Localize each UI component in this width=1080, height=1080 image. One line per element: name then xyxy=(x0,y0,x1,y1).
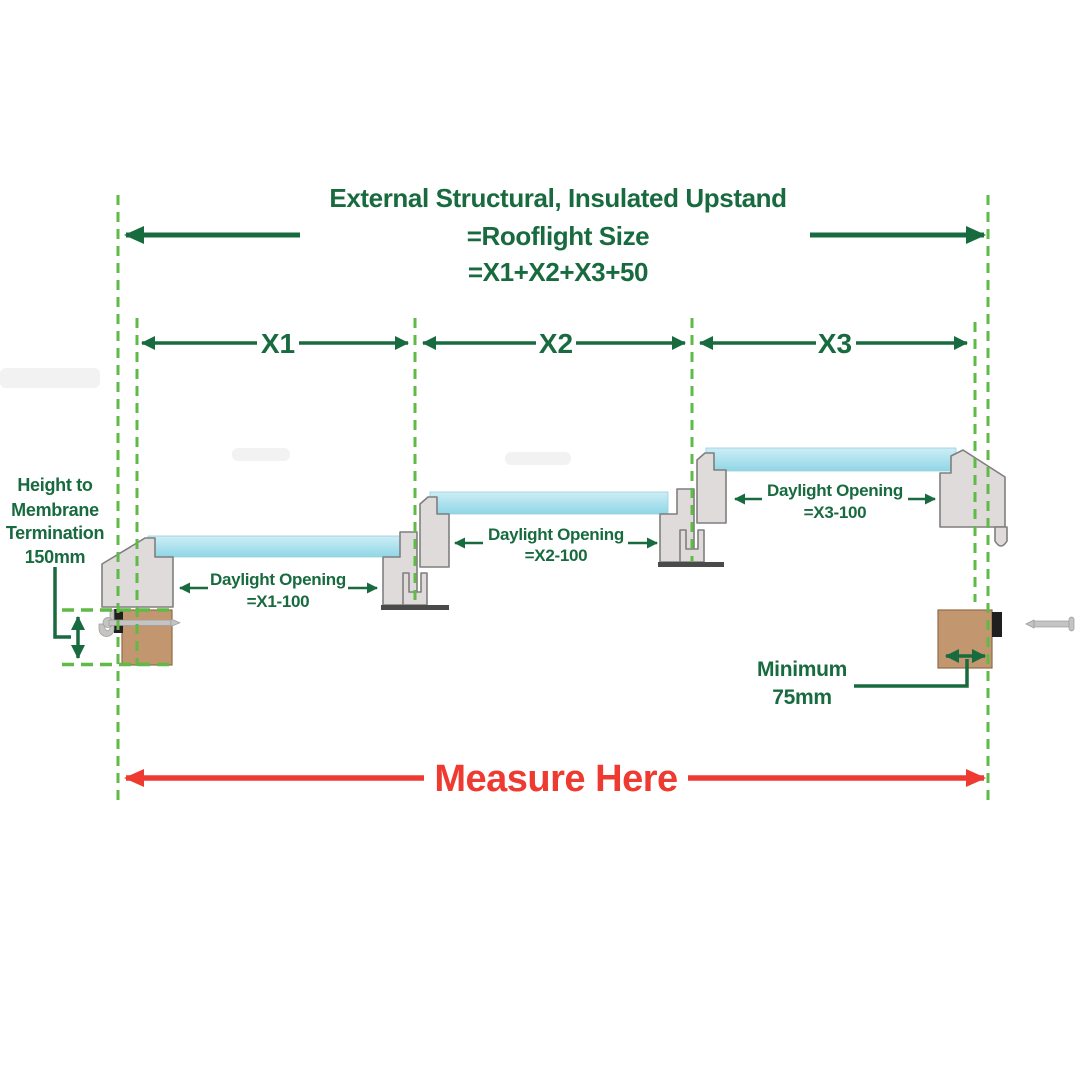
daylight-opening-x1: Daylight Opening =X1-100 xyxy=(179,570,378,611)
membrane-clip xyxy=(98,609,115,637)
title-line-2: =Rooflight Size xyxy=(467,221,650,251)
rooflight-size-annotation: External Structural, Insulated Upstand =… xyxy=(124,183,986,287)
panel-dimension-row: X1 X2 X3 xyxy=(141,328,968,359)
frame-profiles xyxy=(101,449,1008,608)
frame-left-end xyxy=(101,537,174,608)
glass-panel-x2 xyxy=(429,491,669,515)
minimum-connector-line xyxy=(854,659,969,688)
x1-dimension-label: X1 xyxy=(261,328,295,359)
height-annotation: Height to Membrane Termination 150mm xyxy=(6,475,104,659)
height-line-3: Termination xyxy=(6,523,104,543)
daylight-x2-line1: Daylight Opening xyxy=(488,525,624,544)
daylight-x1-line1: Daylight Opening xyxy=(210,570,346,589)
fixing-screw-right xyxy=(1033,620,1071,628)
x2-dimension-label: X2 xyxy=(539,328,573,359)
measure-here-annotation: Measure Here xyxy=(124,758,986,800)
height-line-4: 150mm xyxy=(25,547,86,567)
title-line-1: External Structural, Insulated Upstand xyxy=(329,183,786,213)
minimum-line-1: Minimum xyxy=(757,658,847,681)
daylight-x3-line2: =X3-100 xyxy=(804,503,867,522)
glass-panel-x1 xyxy=(147,535,413,558)
screw-tip-right xyxy=(1025,619,1035,629)
glass-panel-x3 xyxy=(705,447,957,472)
height-line-1: Height to xyxy=(17,475,93,495)
frame-junction2-upper xyxy=(696,452,727,524)
screw-tip-left xyxy=(170,618,181,628)
screw-head-right xyxy=(1068,616,1075,632)
height-line-2: Membrane xyxy=(11,500,99,520)
daylight-x1-line2: =X1-100 xyxy=(247,592,310,611)
smudge-mid-left xyxy=(232,448,290,461)
junction1-baseline xyxy=(381,605,449,610)
frame-junction1-upper xyxy=(419,496,450,568)
junction2-baseline xyxy=(658,562,724,567)
background-smudges xyxy=(0,368,571,465)
membrane-strip-right xyxy=(992,612,1002,637)
dashed-guides xyxy=(62,195,990,802)
upstand-details xyxy=(98,609,1075,669)
smudge-left xyxy=(0,368,100,388)
x3-dimension-label: X3 xyxy=(818,328,852,359)
timber-upstand-left xyxy=(121,609,173,666)
minimum-annotation: Minimum 75mm xyxy=(757,649,986,709)
measure-here-label: Measure Here xyxy=(434,758,677,800)
daylight-x3-line1: Daylight Opening xyxy=(767,481,903,500)
daylight-x2-line2: =X2-100 xyxy=(525,546,588,565)
timber-upstand-right xyxy=(937,609,993,669)
smudge-mid xyxy=(505,452,571,465)
title-line-3: =X1+X2+X3+50 xyxy=(468,257,648,287)
frame-right-drip-edge xyxy=(994,526,1008,547)
daylight-opening-x2: Daylight Opening =X2-100 xyxy=(454,525,658,565)
daylight-opening-x3: Daylight Opening =X3-100 xyxy=(734,481,936,522)
height-connector-line xyxy=(53,567,71,639)
glass-panels xyxy=(147,447,957,558)
minimum-line-2: 75mm xyxy=(772,686,832,709)
